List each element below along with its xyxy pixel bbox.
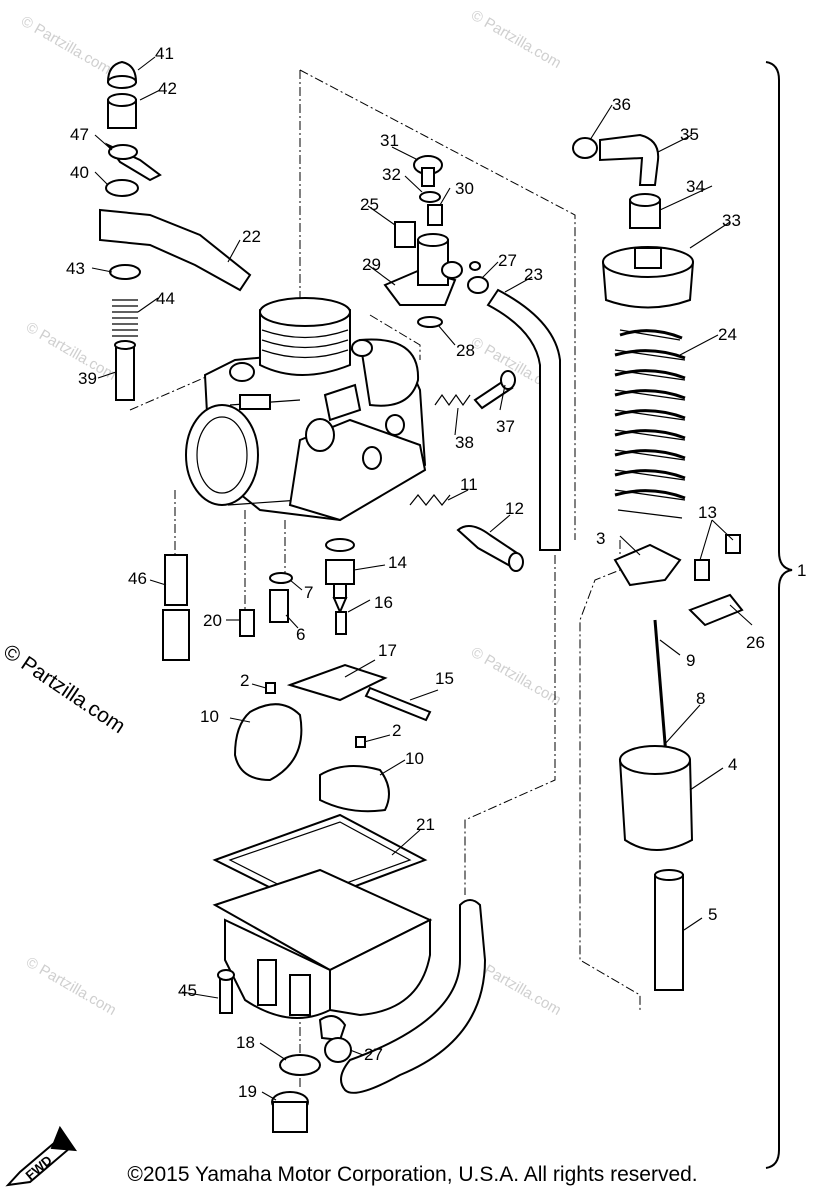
callout-37: 37 <box>496 417 515 436</box>
callout-27: 27 <box>364 1045 383 1064</box>
callout-29: 29 <box>362 255 381 274</box>
copyright-notice: ©2015 Yamaha Motor Corporation, U.S.A. A… <box>127 1163 698 1186</box>
callout-21: 21 <box>416 815 435 834</box>
callout-44: 44 <box>156 289 175 308</box>
callout-25: 25 <box>360 195 379 214</box>
callout-33: 33 <box>722 211 741 230</box>
callout-18: 18 <box>236 1033 255 1052</box>
callout-10: 10 <box>200 707 219 726</box>
adjusting-screws <box>409 370 524 572</box>
callout-26: 26 <box>746 633 765 652</box>
callout-7: 7 <box>304 583 313 602</box>
callout-32: 32 <box>382 165 401 184</box>
callout-28: 28 <box>456 341 475 360</box>
callout-15: 15 <box>435 669 454 688</box>
callout-41: 41 <box>155 44 174 63</box>
callout-2: 2 <box>240 671 249 690</box>
callout-23: 23 <box>524 265 543 284</box>
callout-5: 5 <box>708 905 717 924</box>
callout-45: 45 <box>178 981 197 1000</box>
fuel-fitting-group <box>383 155 489 328</box>
watermark: © Partzilla.com <box>468 644 564 709</box>
callout-35: 35 <box>680 125 699 144</box>
callout-13: 13 <box>698 503 717 522</box>
callout-1: 1 <box>797 561 806 580</box>
callout-19: 19 <box>238 1082 257 1101</box>
callout-9: 9 <box>686 651 695 670</box>
callout-8: 8 <box>696 689 705 708</box>
leader-lines <box>91 56 753 1101</box>
callout-39: 39 <box>78 369 97 388</box>
throttle-stop-group <box>99 60 252 401</box>
callout-20: 20 <box>203 611 222 630</box>
callout-30: 30 <box>455 179 474 198</box>
watermark: © Partzilla.com <box>468 7 564 72</box>
watermark: © Partzilla.com <box>18 13 114 78</box>
callout-36: 36 <box>612 95 631 114</box>
callout-6: 6 <box>296 625 305 644</box>
callout-47: 47 <box>70 125 89 144</box>
callout-16: 16 <box>374 593 393 612</box>
drain-hose <box>340 899 487 1094</box>
float-group <box>233 663 432 813</box>
callout-31: 31 <box>380 131 399 150</box>
callout-4: 4 <box>728 755 737 774</box>
callout-40: 40 <box>70 163 89 182</box>
callout-2: 2 <box>392 721 401 740</box>
jets-group <box>162 538 355 661</box>
callout-17: 17 <box>378 641 397 660</box>
callout-46: 46 <box>128 569 147 588</box>
vent-hose <box>486 288 561 551</box>
drain-plug-group <box>217 969 352 1133</box>
callout-34: 34 <box>686 177 705 196</box>
callout-27: 27 <box>498 251 517 270</box>
watermark: © Partzilla.com <box>23 319 119 384</box>
callout-labels: 1 2 2 3 4 5 6 7 8 9 10 10 11 12 13 14 15… <box>66 44 806 1101</box>
carburetor-body <box>185 297 427 522</box>
callout-42: 42 <box>158 79 177 98</box>
choke-and-slide-group <box>572 133 744 991</box>
callout-3: 3 <box>596 529 605 548</box>
float-bowl <box>212 813 433 1042</box>
callout-14: 14 <box>388 553 407 572</box>
callout-10: 10 <box>405 749 424 768</box>
callout-22: 22 <box>242 227 261 246</box>
callout-11: 11 <box>460 475 478 494</box>
assembly-bracket <box>765 61 793 1169</box>
callout-38: 38 <box>455 433 474 452</box>
callout-24: 24 <box>718 325 737 344</box>
callout-43: 43 <box>66 259 85 278</box>
watermark: © Partzilla.com <box>23 954 119 1019</box>
callout-12: 12 <box>505 499 524 518</box>
